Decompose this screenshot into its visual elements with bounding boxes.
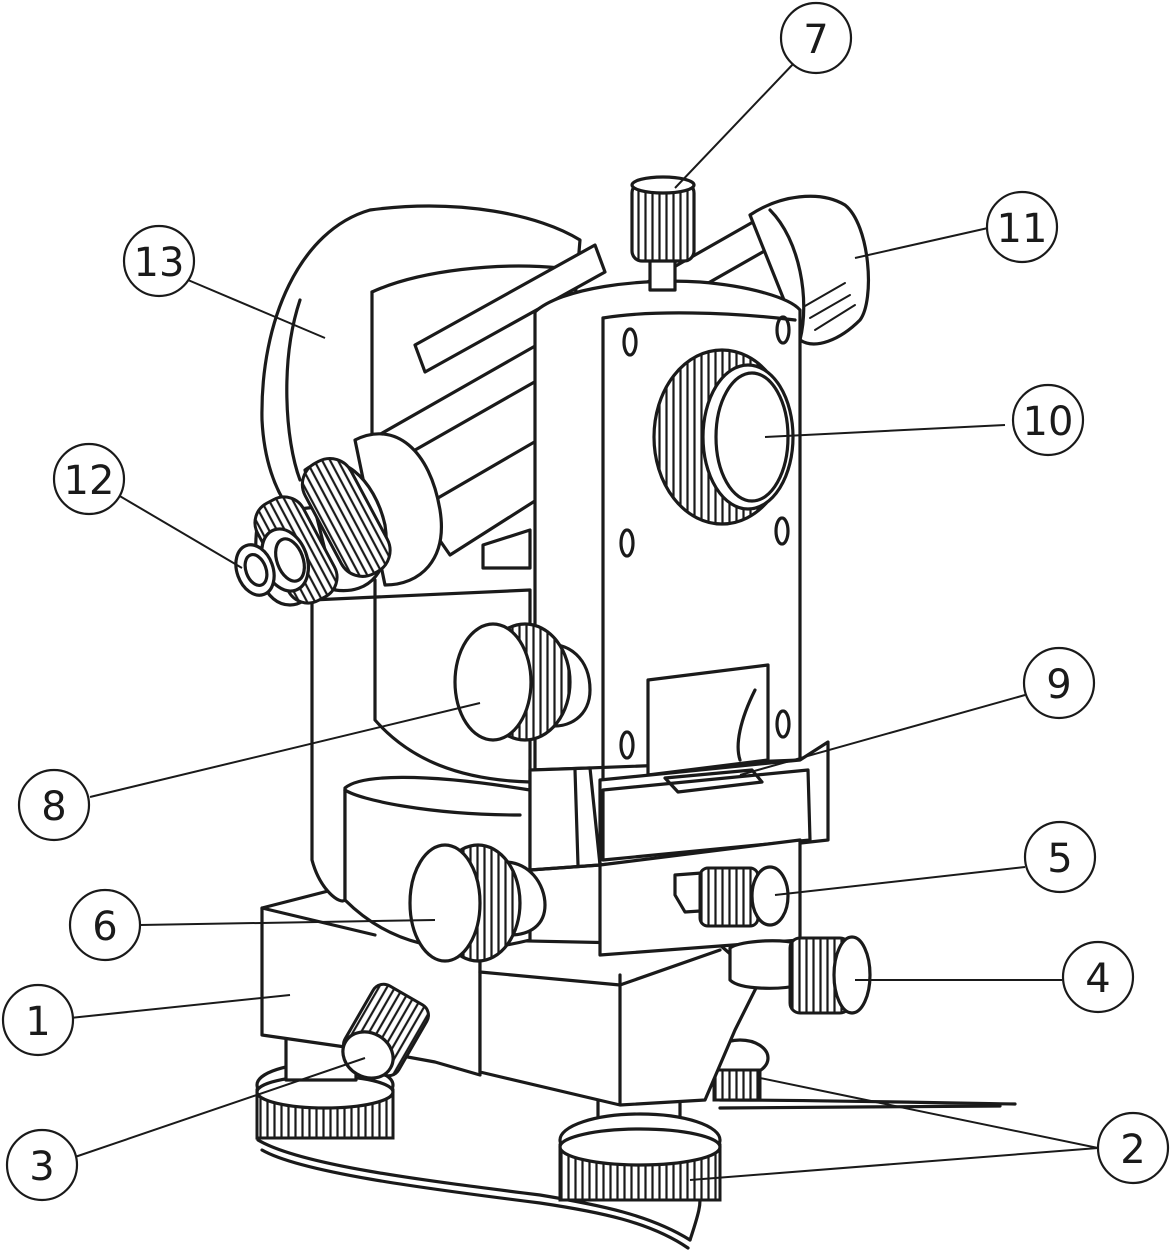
leader-2a: [759, 1077, 1099, 1149]
knob-5: [673, 865, 790, 928]
leader-10: [764, 424, 1006, 438]
knob-3: [341, 982, 430, 1080]
knob-8: [453, 622, 592, 742]
callout-5: 5: [1023, 820, 1097, 894]
callout-6: 6: [68, 888, 142, 962]
callout-1-label: 1: [25, 999, 50, 1045]
tribrach: [260, 886, 762, 1107]
leader-3: [71, 1057, 366, 1159]
focus-knob: [652, 348, 795, 526]
leader-11: [854, 227, 989, 259]
callout-4-label: 4: [1085, 956, 1110, 1002]
callout-12-label: 12: [64, 458, 115, 504]
callout-8-label: 8: [41, 784, 66, 830]
leader-2b: [689, 1147, 1099, 1181]
leader-6: [139, 919, 436, 926]
callout-9: 9: [1022, 646, 1096, 720]
leader-lines: [69, 61, 1099, 1181]
leader-8: [89, 702, 481, 798]
leader-5: [774, 866, 1026, 896]
callout-11-label: 11: [997, 206, 1048, 252]
callout-12: 12: [52, 442, 126, 516]
callout-1: 1: [1, 983, 75, 1057]
knob-6: [408, 843, 547, 963]
callout-13: 13: [122, 224, 196, 298]
level-plate: [343, 740, 830, 957]
callout-7-label: 7: [803, 17, 828, 63]
callout-11: 11: [985, 190, 1059, 264]
callout-10: 10: [1011, 383, 1085, 457]
callout-13-label: 13: [134, 240, 185, 286]
leader-7: [674, 61, 796, 189]
leader-9: [739, 694, 1026, 776]
callout-3-label: 3: [29, 1144, 54, 1190]
leader-13: [187, 279, 326, 339]
callout-9-label: 9: [1046, 662, 1071, 708]
leader-1: [69, 994, 291, 1019]
top-clamp-screw: [630, 175, 696, 292]
callout-6-label: 6: [92, 904, 117, 950]
callout-8: 8: [17, 768, 91, 842]
callout-5-label: 5: [1047, 836, 1072, 882]
callout-10-label: 10: [1023, 399, 1074, 445]
callout-2-label: 2: [1120, 1127, 1145, 1173]
callout-4: 4: [1061, 940, 1135, 1014]
callout-7: 7: [779, 1, 853, 75]
leader-12: [117, 494, 243, 569]
callout-2: 2: [1096, 1111, 1170, 1185]
knob-4: [728, 935, 872, 1015]
callout-3: 3: [5, 1128, 79, 1202]
